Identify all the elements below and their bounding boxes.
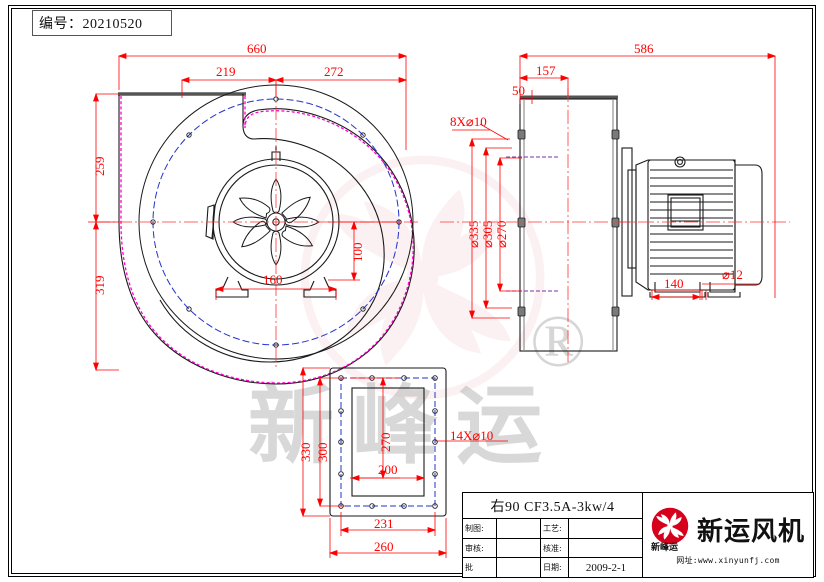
label-drawn-by: 制图: (463, 519, 497, 538)
drawing-number-box: 编号：20210520 (32, 10, 172, 36)
front-view-scroll-overlay (120, 96, 414, 384)
company-logo: 新峰运 (651, 507, 691, 553)
title-block-row: 批 日期: 2009-2-1 (463, 558, 642, 578)
side-view-centerlines (440, 88, 640, 362)
dim-d12: ⌀12 (722, 267, 743, 282)
dim-14x-d10: 14X⌀10 (450, 428, 494, 443)
value-approved-by[interactable] (569, 539, 641, 558)
value-reviewed-by[interactable] (497, 538, 541, 558)
dim-50: 50 (512, 83, 525, 98)
dim-160: 160 (263, 272, 283, 287)
sheet-border-inner (11, 8, 813, 574)
dim-330: 330 (298, 442, 313, 463)
side-view-inner-lines (506, 156, 560, 292)
dim-231: 231 (374, 516, 394, 531)
sheet-border-outer (8, 5, 816, 577)
side-view-bolt-heads (517, 129, 620, 317)
dim-260: 260 (374, 539, 394, 554)
company-branding: 新峰运 新运风机 网址:www.xinyunfj.com (643, 493, 813, 577)
value-date[interactable]: 2009-2-1 (585, 561, 627, 574)
title-block-row: 审核: 核准: (463, 538, 642, 559)
title-block-row: 制图: 工艺: (463, 519, 642, 539)
model-designation: 右90 CF3.5A-3kw/4 (463, 493, 642, 519)
dim-272: 272 (324, 64, 344, 79)
fan-logo-icon (651, 507, 689, 544)
label-date: 日期: (541, 558, 569, 578)
dim-8x-d10: 8X⌀10 (450, 114, 487, 129)
label-reviewed-by: 审核: (463, 538, 497, 558)
flange-view-dimension-lines (300, 366, 508, 558)
brand-row: 新峰运 新运风机 (651, 507, 805, 553)
dim-200: 200 (378, 462, 398, 477)
value-batch[interactable] (497, 558, 541, 578)
title-block-left: 右90 CF3.5A-3kw/4 制图: 工艺: 审核: 核准: 批 日期: 2… (463, 493, 643, 578)
dim-259: 259 (92, 156, 107, 177)
dim-219: 219 (216, 64, 236, 79)
dim-660: 660 (247, 41, 267, 56)
dim-140: 140 (664, 276, 684, 291)
brand-sublabel: 新峰运 (650, 542, 678, 553)
value-process[interactable] (569, 519, 641, 538)
dim-586: 586 (634, 41, 654, 56)
front-view-dimension-lines (88, 53, 408, 372)
dim-d270: ⌀270 (494, 220, 509, 248)
front-view-centerlines (96, 84, 420, 370)
front-view-bolt-holes (150, 96, 402, 348)
label-batch: 批 (463, 558, 497, 578)
front-view-geometry (118, 92, 415, 385)
brand-website: 网址:www.xinyunfj.com (676, 555, 780, 565)
title-block: 右90 CF3.5A-3kw/4 制图: 工艺: 审核: 核准: 批 日期: 2… (462, 492, 814, 578)
label-approved-by: 核准: (541, 538, 569, 558)
dim-300: 300 (315, 442, 330, 463)
side-view-dimension-lines (452, 123, 522, 320)
motor-view-dimension-lines (518, 53, 777, 300)
dim-157: 157 (536, 63, 556, 78)
label-process: 工艺: (541, 519, 569, 538)
flange-view-geometry (329, 367, 447, 517)
dim-270: 270 (378, 432, 393, 453)
side-view-geometry (519, 95, 618, 352)
value-drawn-by[interactable] (497, 519, 541, 538)
motor-view-geometry (621, 147, 763, 298)
dim-319: 319 (92, 275, 107, 296)
brand-name: 新运风机 (696, 517, 805, 547)
dim-100: 100 (350, 242, 365, 263)
